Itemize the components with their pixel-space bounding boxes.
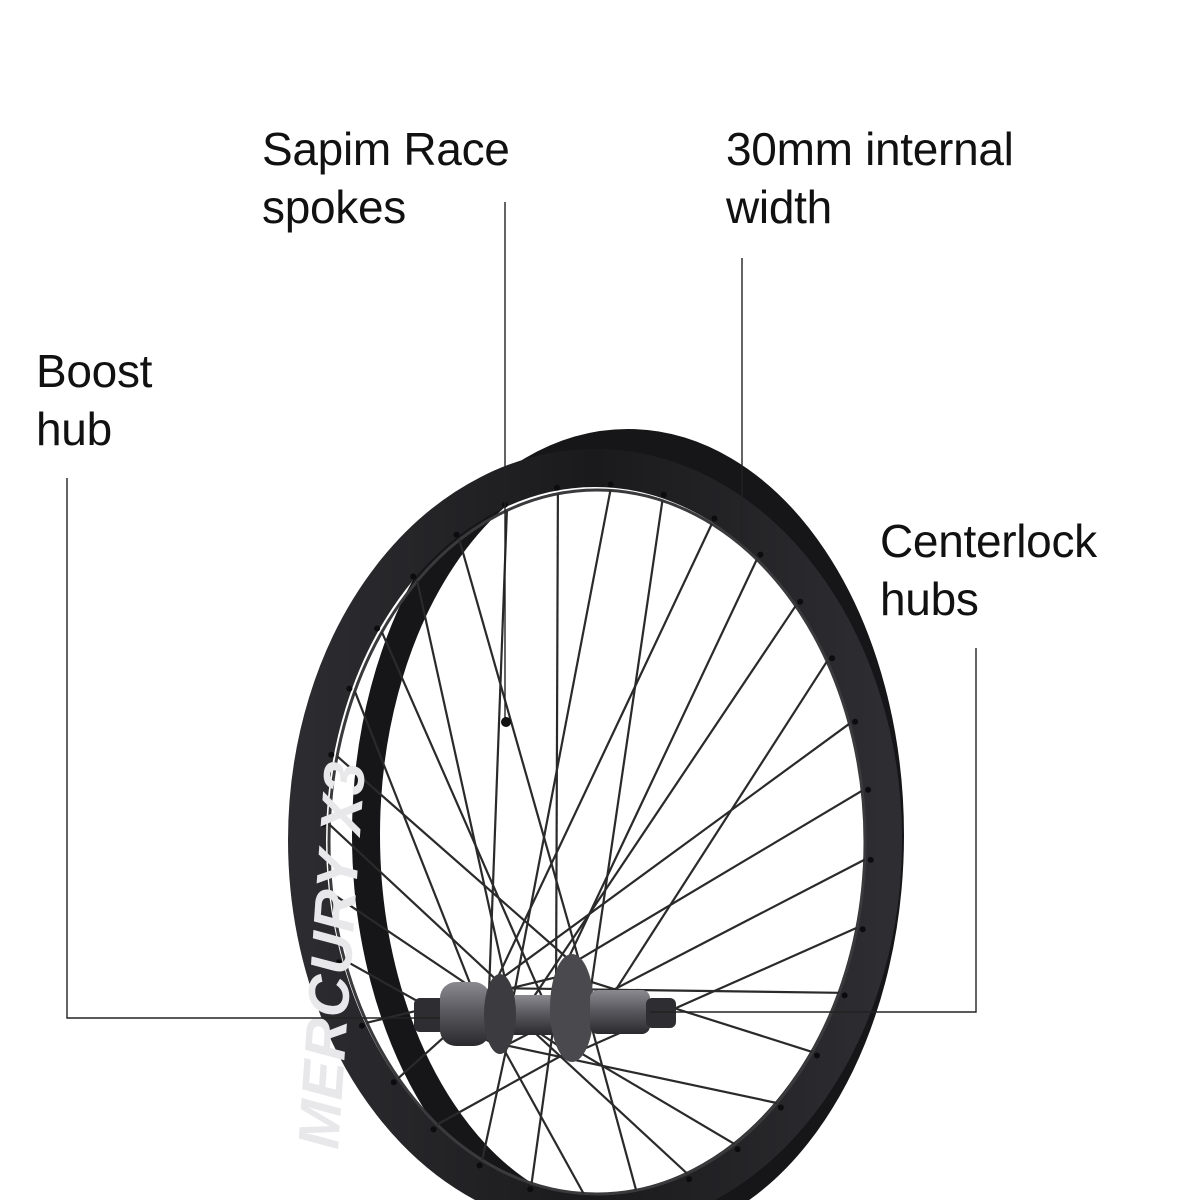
callout-centerlock-hubs: Centerlock hubs [880, 512, 1097, 628]
spoke-nipple [859, 926, 866, 933]
spoke-nipples [320, 481, 874, 1193]
spoke-nipple [453, 531, 460, 538]
spoke [481, 1036, 511, 1161]
spoke-nipple [322, 891, 329, 898]
hub-flange-left [484, 974, 516, 1054]
spoke [487, 510, 508, 1017]
spoke [436, 1043, 583, 1126]
leader-line-boost [66, 478, 440, 1019]
spoke [560, 1040, 736, 1146]
callout-boost-line1: Boost [36, 345, 153, 397]
leader-lines [66, 202, 977, 1019]
spoke-nipple [829, 655, 836, 662]
spoke [561, 559, 758, 973]
spoke [509, 605, 797, 1033]
spoke-nipple [734, 1146, 741, 1153]
callout-width-line2: width [726, 181, 832, 233]
spoke-nipple [358, 1022, 365, 1029]
spoke-nipple [527, 1186, 534, 1193]
spoke-nipple [686, 1176, 693, 1183]
spokes [328, 490, 866, 1195]
hub-axle-right [646, 998, 676, 1028]
spoke [490, 523, 713, 993]
spoke-nipple [554, 484, 560, 491]
spoke-nipple [841, 992, 848, 999]
spoke-nipple [430, 1126, 437, 1133]
spoke [554, 493, 560, 1003]
spoke [510, 490, 612, 1007]
spoke [573, 789, 863, 964]
spoke [458, 539, 585, 976]
spoke [380, 631, 561, 1037]
spoke [353, 690, 494, 1041]
spoke-nipple [797, 598, 804, 605]
spoke-nipple [852, 718, 859, 725]
spoke-nipple [813, 1052, 820, 1059]
callout-spokes: Sapim Race spokes [262, 120, 510, 236]
hub-centerlock-rotor-mount [440, 982, 490, 1046]
leader-line-centerlock [650, 648, 977, 1013]
callout-width-line1: 30mm internal [726, 123, 1014, 175]
hub-freehub [590, 990, 650, 1034]
spoke-nipple [607, 481, 614, 488]
spoke [582, 660, 828, 1041]
spoke [511, 1010, 688, 1175]
rim-inner-highlight [327, 488, 867, 1196]
spoke-nipple [390, 1079, 397, 1086]
spoke [493, 1041, 778, 1105]
spoke-nipple [476, 1162, 483, 1169]
spoke-nipple [865, 786, 872, 793]
rim [288, 429, 904, 1200]
spoke-nipple [374, 625, 381, 632]
callout-boost-hub: Boost hub [36, 342, 152, 458]
leader-dot-spokes [501, 717, 511, 727]
callout-internal-width: 30mm internal width [726, 120, 1014, 236]
spoke-nipple [867, 856, 874, 863]
spoke [498, 722, 851, 981]
spoke-nipple [660, 491, 667, 498]
spoke [587, 500, 664, 1008]
callout-centerlock-line1: Centerlock [880, 515, 1097, 567]
spoke-nipple [328, 751, 335, 758]
spoke-nipple [335, 959, 342, 966]
spoke-nipple [346, 685, 353, 692]
callout-boost-line2: hub [36, 403, 112, 455]
hub [414, 954, 676, 1062]
callout-spokes-line2: spokes [262, 181, 406, 233]
spoke-nipple [320, 821, 327, 828]
spoke [586, 1013, 638, 1191]
rim-front-edge [288, 449, 902, 1200]
spoke-nipple [410, 573, 417, 580]
spoke [328, 823, 499, 982]
spoke [530, 1008, 557, 1184]
spoke [336, 755, 573, 963]
hub-flange-right [550, 954, 594, 1062]
spoke-nipple [711, 515, 718, 522]
spoke [416, 580, 508, 986]
spoke-nipple [777, 1104, 784, 1111]
spoke-nipple [757, 551, 764, 558]
callout-centerlock-line2: hubs [880, 573, 979, 625]
callout-spokes-line1: Sapim Race [262, 123, 510, 175]
